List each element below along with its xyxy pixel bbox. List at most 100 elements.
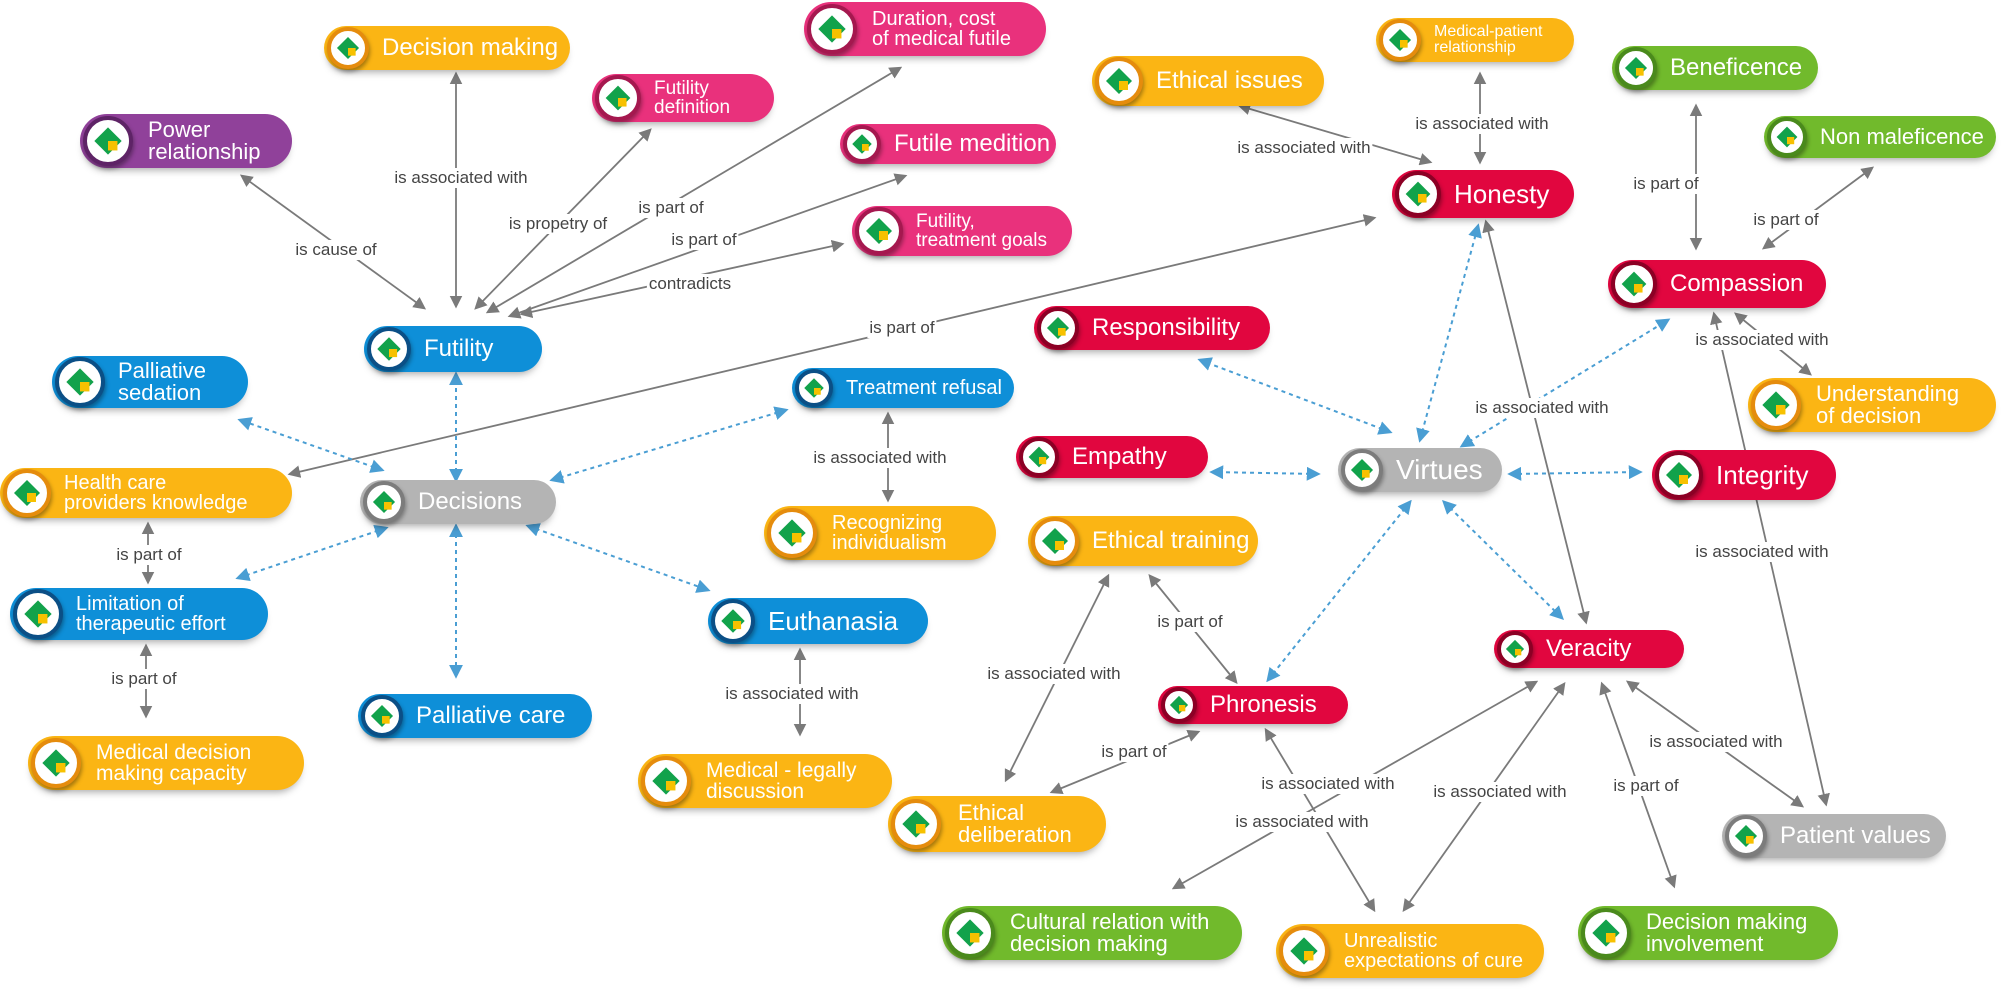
node-label: Futility,treatment goals [916, 211, 1047, 251]
node-futile-medition[interactable]: Futile medition [840, 124, 1056, 164]
concept-diamond-icon [1767, 117, 1807, 157]
concept-diamond-icon [1725, 815, 1767, 857]
edge-label: is part of [867, 318, 937, 338]
concept-diamond-icon [1395, 171, 1441, 217]
node-honesty[interactable]: Honesty [1392, 170, 1574, 218]
node-ethical-issues[interactable]: Ethical issues [1092, 56, 1324, 106]
concept-diamond-icon [1031, 517, 1079, 565]
concept-diamond-icon [1581, 908, 1631, 958]
node-ethical-training[interactable]: Ethical training [1028, 516, 1258, 566]
concept-diamond-icon [1037, 307, 1079, 349]
concept-diamond-icon [1379, 19, 1421, 61]
node-beneficence[interactable]: Beneficence [1612, 46, 1818, 90]
node-responsibility[interactable]: Responsibility [1034, 306, 1270, 350]
node-futility-goals[interactable]: Futility,treatment goals [852, 206, 1072, 256]
node-euthanasia[interactable]: Euthanasia [708, 598, 928, 644]
edge-label: is associated with [1235, 138, 1373, 158]
edge-label: is part of [1099, 742, 1169, 762]
concept-diamond-icon [843, 125, 881, 163]
node-label: Euthanasia [768, 606, 899, 636]
node-futility[interactable]: Futility [364, 326, 542, 372]
node-phronesis[interactable]: Phronesis [1158, 686, 1348, 724]
node-empathy[interactable]: Empathy [1016, 436, 1208, 478]
node-label: Futile medition [894, 130, 1051, 157]
node-label: Patient values [1780, 822, 1931, 849]
edge-label: is cause of [293, 240, 379, 260]
node-integrity[interactable]: Integrity [1652, 450, 1836, 500]
node-patient-values[interactable]: Patient values [1722, 814, 1946, 858]
concept-diamond-icon [1751, 380, 1801, 430]
edge-label: is associated with [1473, 398, 1611, 418]
edge-label: is associated with [1647, 732, 1785, 752]
concept-diamond-icon [795, 369, 833, 407]
concept-diamond-icon [1615, 47, 1657, 89]
node-compassion[interactable]: Compassion [1608, 260, 1826, 308]
edge-label: is propetry of [506, 214, 610, 234]
node-label: Futility [424, 335, 494, 362]
edge-label: is associated with [1413, 114, 1551, 134]
edge-virtues-phronesis [1266, 499, 1412, 683]
concept-diamond-icon [1611, 261, 1657, 307]
edge-hcp_knowledge-honesty [287, 214, 1377, 478]
edge-label: is part of [636, 198, 706, 218]
node-label: Beneficence [1670, 54, 1803, 81]
edge-label: is associated with [811, 448, 949, 468]
node-label: Decisions [418, 488, 523, 515]
edge-label: is associated with [1693, 330, 1831, 350]
node-treatment-refusal[interactable]: Treatment refusal [792, 368, 1014, 408]
node-label: Palliative care [416, 702, 566, 729]
node-veracity[interactable]: Veracity [1494, 630, 1684, 668]
node-label: Honesty [1454, 179, 1550, 209]
node-palliative-care[interactable]: Palliative care [358, 694, 592, 738]
edge-label: is part of [109, 669, 179, 689]
concept-diamond-icon [1655, 451, 1703, 499]
node-decision-making[interactable]: Decision making [324, 26, 570, 70]
concept-diamond-icon [711, 599, 755, 643]
edge-label: is associated with [1431, 782, 1569, 802]
edge-label: is part of [1155, 612, 1225, 632]
concept-diamond-icon [367, 327, 411, 371]
concept-diamond-icon [1279, 926, 1329, 976]
node-label: Non maleficence [1820, 124, 1984, 149]
concept-diamond-icon [55, 357, 105, 407]
edge-label: is associated with [1693, 542, 1831, 562]
concept-diamond-icon [767, 508, 817, 558]
concept-diamond-icon [1341, 449, 1383, 491]
node-label: Ethical training [1092, 527, 1250, 554]
node-label: Veracity [1546, 635, 1632, 662]
edge-label: contradicts [646, 274, 734, 294]
concept-diamond-icon [83, 116, 133, 166]
edge-label: is part of [1751, 210, 1821, 230]
node-non-maleficence[interactable]: Non maleficence [1764, 116, 1996, 158]
edge-label: is part of [1611, 776, 1681, 796]
node-decisions[interactable]: Decisions [360, 480, 556, 524]
node-label: Integrity [1716, 460, 1809, 490]
node-label: Decision making [382, 34, 559, 61]
concept-diamond-icon [595, 75, 641, 121]
node-virtues[interactable]: Virtues [1338, 448, 1502, 492]
